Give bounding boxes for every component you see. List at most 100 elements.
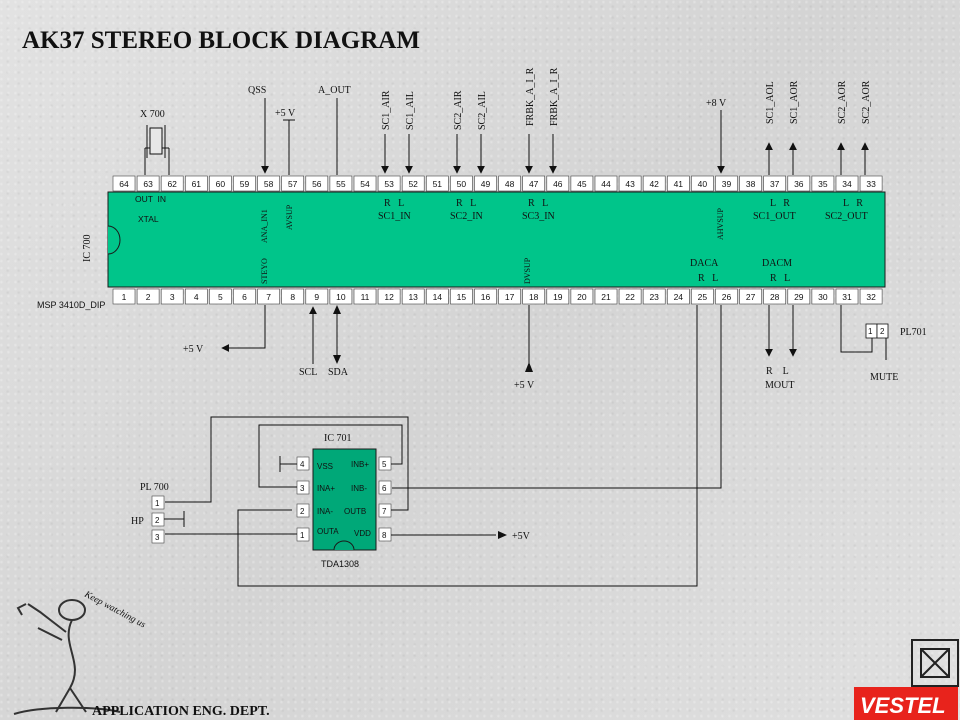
ic700-pin-box-37 xyxy=(763,175,787,192)
dacm-label: DACM xyxy=(762,258,792,269)
outb-to-hp-wire xyxy=(165,416,409,511)
ic700-pin-41: 41 xyxy=(674,179,684,189)
ic700-pin-9: 9 xyxy=(314,292,319,302)
ic700-pin-40: 40 xyxy=(698,179,708,189)
ic700-pin-10: 10 xyxy=(336,292,346,302)
ic700-pin-box-4 xyxy=(185,288,208,305)
ic700-pin-42: 42 xyxy=(649,179,659,189)
ic700-pin-box-11 xyxy=(353,288,377,305)
mascot-slogan: Keep watching us xyxy=(82,589,147,630)
ic700-pin-23: 23 xyxy=(649,292,659,302)
ic700-pin-16: 16 xyxy=(481,292,491,302)
ic700-pin-61: 61 xyxy=(192,179,202,189)
ic700-pin-box-28 xyxy=(763,288,787,305)
ic700-pin-box-35 xyxy=(811,175,835,192)
ic700-pin-box-61 xyxy=(185,175,208,192)
ic700-pin-63: 63 xyxy=(143,179,153,189)
mascot-arm xyxy=(27,603,67,641)
ic700-pin-box-20 xyxy=(570,288,594,305)
ic700-pin-box-46 xyxy=(546,175,570,192)
ic700-pin-56: 56 xyxy=(312,179,322,189)
pl700-pin-2: 2 xyxy=(155,516,160,525)
xtal-label: XTAL xyxy=(138,214,159,224)
frbk-2-label: FRBK_A_I_R xyxy=(549,67,560,126)
ic701-pin-7: 7 xyxy=(382,507,387,516)
bottom-wires: +5 V SCL SDA +5 V R L MOUT 1 2 PL701 MUT… xyxy=(183,305,927,587)
ic700-pin-box-32 xyxy=(859,288,883,305)
ic700-pin-box-38 xyxy=(739,175,762,192)
ic701-label-outa: OUTA xyxy=(317,527,339,536)
ic700-pin-box-33 xyxy=(859,175,883,192)
ic701: IC 701 4 3 2 1 5 6 7 8 VSS INA+ INA- OUT… xyxy=(165,416,531,569)
dacm-rl: R L xyxy=(770,273,790,284)
ic700-pin-2: 2 xyxy=(146,292,151,302)
ic700-pin-box-51 xyxy=(425,175,449,192)
ic700-pin-3: 3 xyxy=(170,292,175,302)
mute-label: MUTE xyxy=(870,372,898,383)
ic700-pin-box-63 xyxy=(136,175,160,192)
plus5v-bottom-label: +5 V xyxy=(514,380,535,391)
ic700-pin-box-59 xyxy=(233,175,256,192)
plus5v-top-label: +5 V xyxy=(275,108,296,119)
ic700-pin-box-24 xyxy=(666,288,690,305)
ic700-pin-box-40 xyxy=(691,175,714,192)
pl700-pin-box-3 xyxy=(151,529,165,544)
top-wires: X 700 QSS +5 V A_OUT SC1_AIR SC1_AIL SC2… xyxy=(140,67,872,175)
sc2-ail-label: SC2_AIL xyxy=(477,91,488,130)
ic700-pin-box-64 xyxy=(112,175,136,192)
ic700-pin-box-29 xyxy=(787,288,811,305)
dvsup-label: DVSUP xyxy=(523,257,532,284)
sc2-aor-2-label: SC2_AOR xyxy=(861,80,872,124)
daca-label: DACA xyxy=(690,258,719,269)
dept-label: APPLICATION ENG. DEPT. xyxy=(92,704,270,719)
ic700-pin-51: 51 xyxy=(433,179,443,189)
xtal-pins-label: OUT IN xyxy=(135,194,166,204)
ic700-pin-8: 8 xyxy=(290,292,295,302)
ic700-pin-30: 30 xyxy=(818,292,828,302)
ic700-pin-box-25 xyxy=(691,288,714,305)
sc1-air-label: SC1_AIR xyxy=(381,90,392,130)
sc1-in-rl: R L xyxy=(384,198,404,209)
ic700-pin-5: 5 xyxy=(218,292,223,302)
ic700-pin-box-31 xyxy=(835,288,859,305)
pl700-pin-1: 1 xyxy=(155,499,160,508)
ic700-pin-box-23 xyxy=(642,288,666,305)
ic701-name: IC 701 xyxy=(324,433,352,444)
plus5v-left-wire xyxy=(221,305,266,352)
ic700-pin-box-26 xyxy=(715,288,738,305)
sc1-aol-label: SC1_AOL xyxy=(765,81,776,124)
sda-arrow-up xyxy=(333,305,341,314)
ic700-pin-38: 38 xyxy=(746,179,756,189)
ic700-pin-7: 7 xyxy=(266,292,271,302)
qss-label: QSS xyxy=(248,85,266,96)
ic700-pin-59: 59 xyxy=(240,179,250,189)
ic700-pin-box-47 xyxy=(522,175,546,192)
plus5v-bottom-arrow xyxy=(525,362,533,372)
ic700-pin-26: 26 xyxy=(722,292,732,302)
ahvsup-label: AHVSUP xyxy=(716,207,725,240)
hp-label: HP xyxy=(131,516,144,527)
ic700-name: IC 700 xyxy=(82,235,93,263)
x700-label: X 700 xyxy=(140,109,165,120)
plus5v-left-label: +5 V xyxy=(183,344,204,355)
ic700-pin-31: 31 xyxy=(842,292,852,302)
pl701-pin-2-num: 2 xyxy=(880,327,885,336)
ic700-pin-34: 34 xyxy=(842,179,852,189)
ic701-label-vss: VSS xyxy=(317,462,333,471)
ic701-notch xyxy=(333,540,355,551)
ic700-pin-box-18 xyxy=(522,288,546,305)
ic701-pin-3: 3 xyxy=(300,484,305,493)
ic700-pin-18: 18 xyxy=(529,292,539,302)
ic700-pin-29: 29 xyxy=(794,292,804,302)
pl700-pin-box-1 xyxy=(151,495,165,510)
ic700-pin-4: 4 xyxy=(194,292,199,302)
ic700-pin-box-50 xyxy=(450,175,473,192)
pl701-pin-1-num: 1 xyxy=(868,327,873,336)
mascot-ground xyxy=(13,706,121,715)
ic700-part: MSP 3410D_DIP xyxy=(37,300,105,310)
mout-rl: R L xyxy=(766,366,789,377)
ic700-pin-22: 22 xyxy=(625,292,635,302)
ic700-pin-box-10 xyxy=(329,288,353,305)
ic700-pin-box-17 xyxy=(498,288,521,305)
